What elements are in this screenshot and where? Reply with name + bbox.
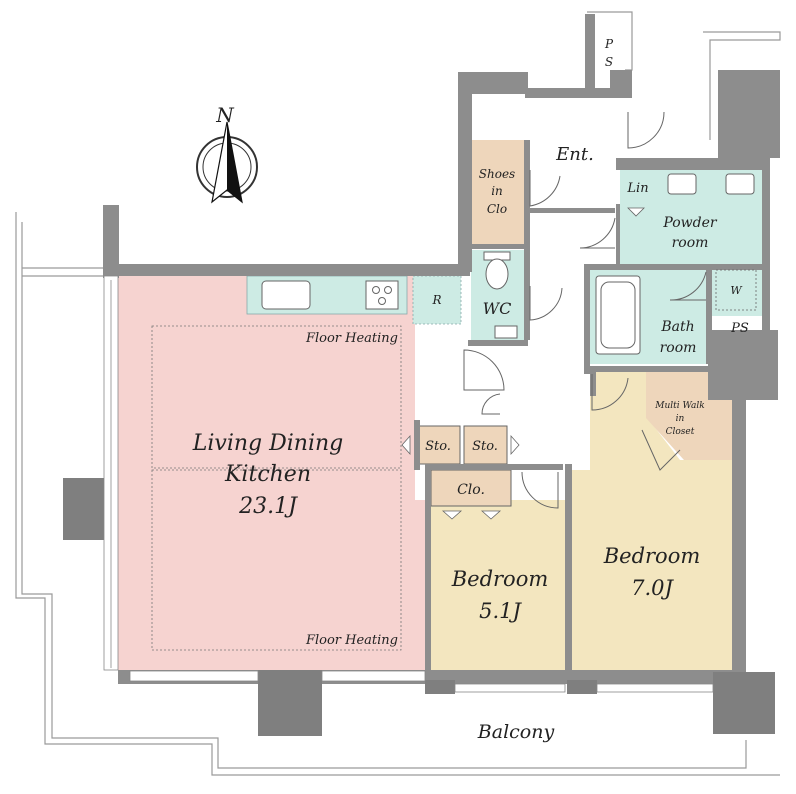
washer-floor <box>710 266 762 316</box>
wc-label: WC <box>483 299 512 318</box>
bedroom-small-floor <box>431 500 565 680</box>
compass-letter: N <box>215 103 235 127</box>
multi-walk-closet-label-3: Closet <box>666 427 695 437</box>
shoes-closet-floor <box>471 140 524 244</box>
bedroom-main-area: 7.0J <box>631 576 674 600</box>
shoes-closet-label-1: Shoes <box>479 167 515 181</box>
shoes-closet-label-2: in <box>491 184 503 198</box>
basin-right-icon <box>725 173 755 195</box>
ldk-area: 23.1J <box>238 494 298 519</box>
powder-room-label-1: Powder <box>662 215 718 231</box>
fridge-label: R <box>431 293 441 307</box>
entrance-label: Ent. <box>555 144 594 165</box>
floor-heating-label-top: Floor Heating <box>305 331 398 346</box>
balcony-label: Balcony <box>477 721 555 743</box>
multi-walk-closet-label-1: Multi Walk <box>654 401 704 411</box>
linen-label: Lin <box>626 181 648 196</box>
washer-icon <box>715 269 757 311</box>
storage-2-label: Sto. <box>472 439 498 454</box>
storage-2-floor <box>463 425 508 465</box>
ps-label: PS <box>730 321 749 336</box>
powder-room-label-2: room <box>672 235 709 251</box>
wc-basin-icon <box>494 325 518 339</box>
ldk-floor-lower <box>118 500 431 670</box>
ldk-label-line2: Kitchen <box>224 462 311 487</box>
labels: Living Dining Kitchen 23.1J Floor Heatin… <box>192 37 749 743</box>
closet-label: Clo. <box>457 482 485 498</box>
closet-floor <box>430 469 512 507</box>
multi-walk-closet-label-2: in <box>676 414 685 424</box>
storage-1-label: Sto. <box>425 439 451 454</box>
bedroom-small-label: Bedroom <box>451 567 549 591</box>
ps-top-label-1: P <box>604 37 614 51</box>
floor-heating-label-bottom: Floor Heating <box>305 633 398 648</box>
balcony-outline <box>15 11 781 776</box>
bath-room-label-1: Bath <box>660 319 694 335</box>
storage-1-floor <box>416 425 461 465</box>
shoes-closet-label-3: Clo <box>487 202 507 216</box>
north-compass: N <box>196 103 258 204</box>
bedroom-small-area: 5.1J <box>479 599 522 623</box>
fixtures <box>261 173 757 355</box>
bedroom-main-floor <box>572 372 732 680</box>
bedroom-main-label: Bedroom <box>603 544 701 568</box>
basin-left-icon <box>667 173 697 195</box>
bath-room-label-2: room <box>660 340 697 356</box>
washer-label: W <box>730 284 743 297</box>
ldk-label-line1: Living Dining <box>192 431 344 456</box>
walls <box>63 14 780 736</box>
toilet-bowl-icon <box>485 258 509 290</box>
floor-heating-zones <box>151 325 402 651</box>
doors <box>401 111 707 520</box>
windows <box>103 275 714 693</box>
ps-top-label-2: S <box>605 55 613 69</box>
kitchen-sink-icon <box>261 280 311 310</box>
